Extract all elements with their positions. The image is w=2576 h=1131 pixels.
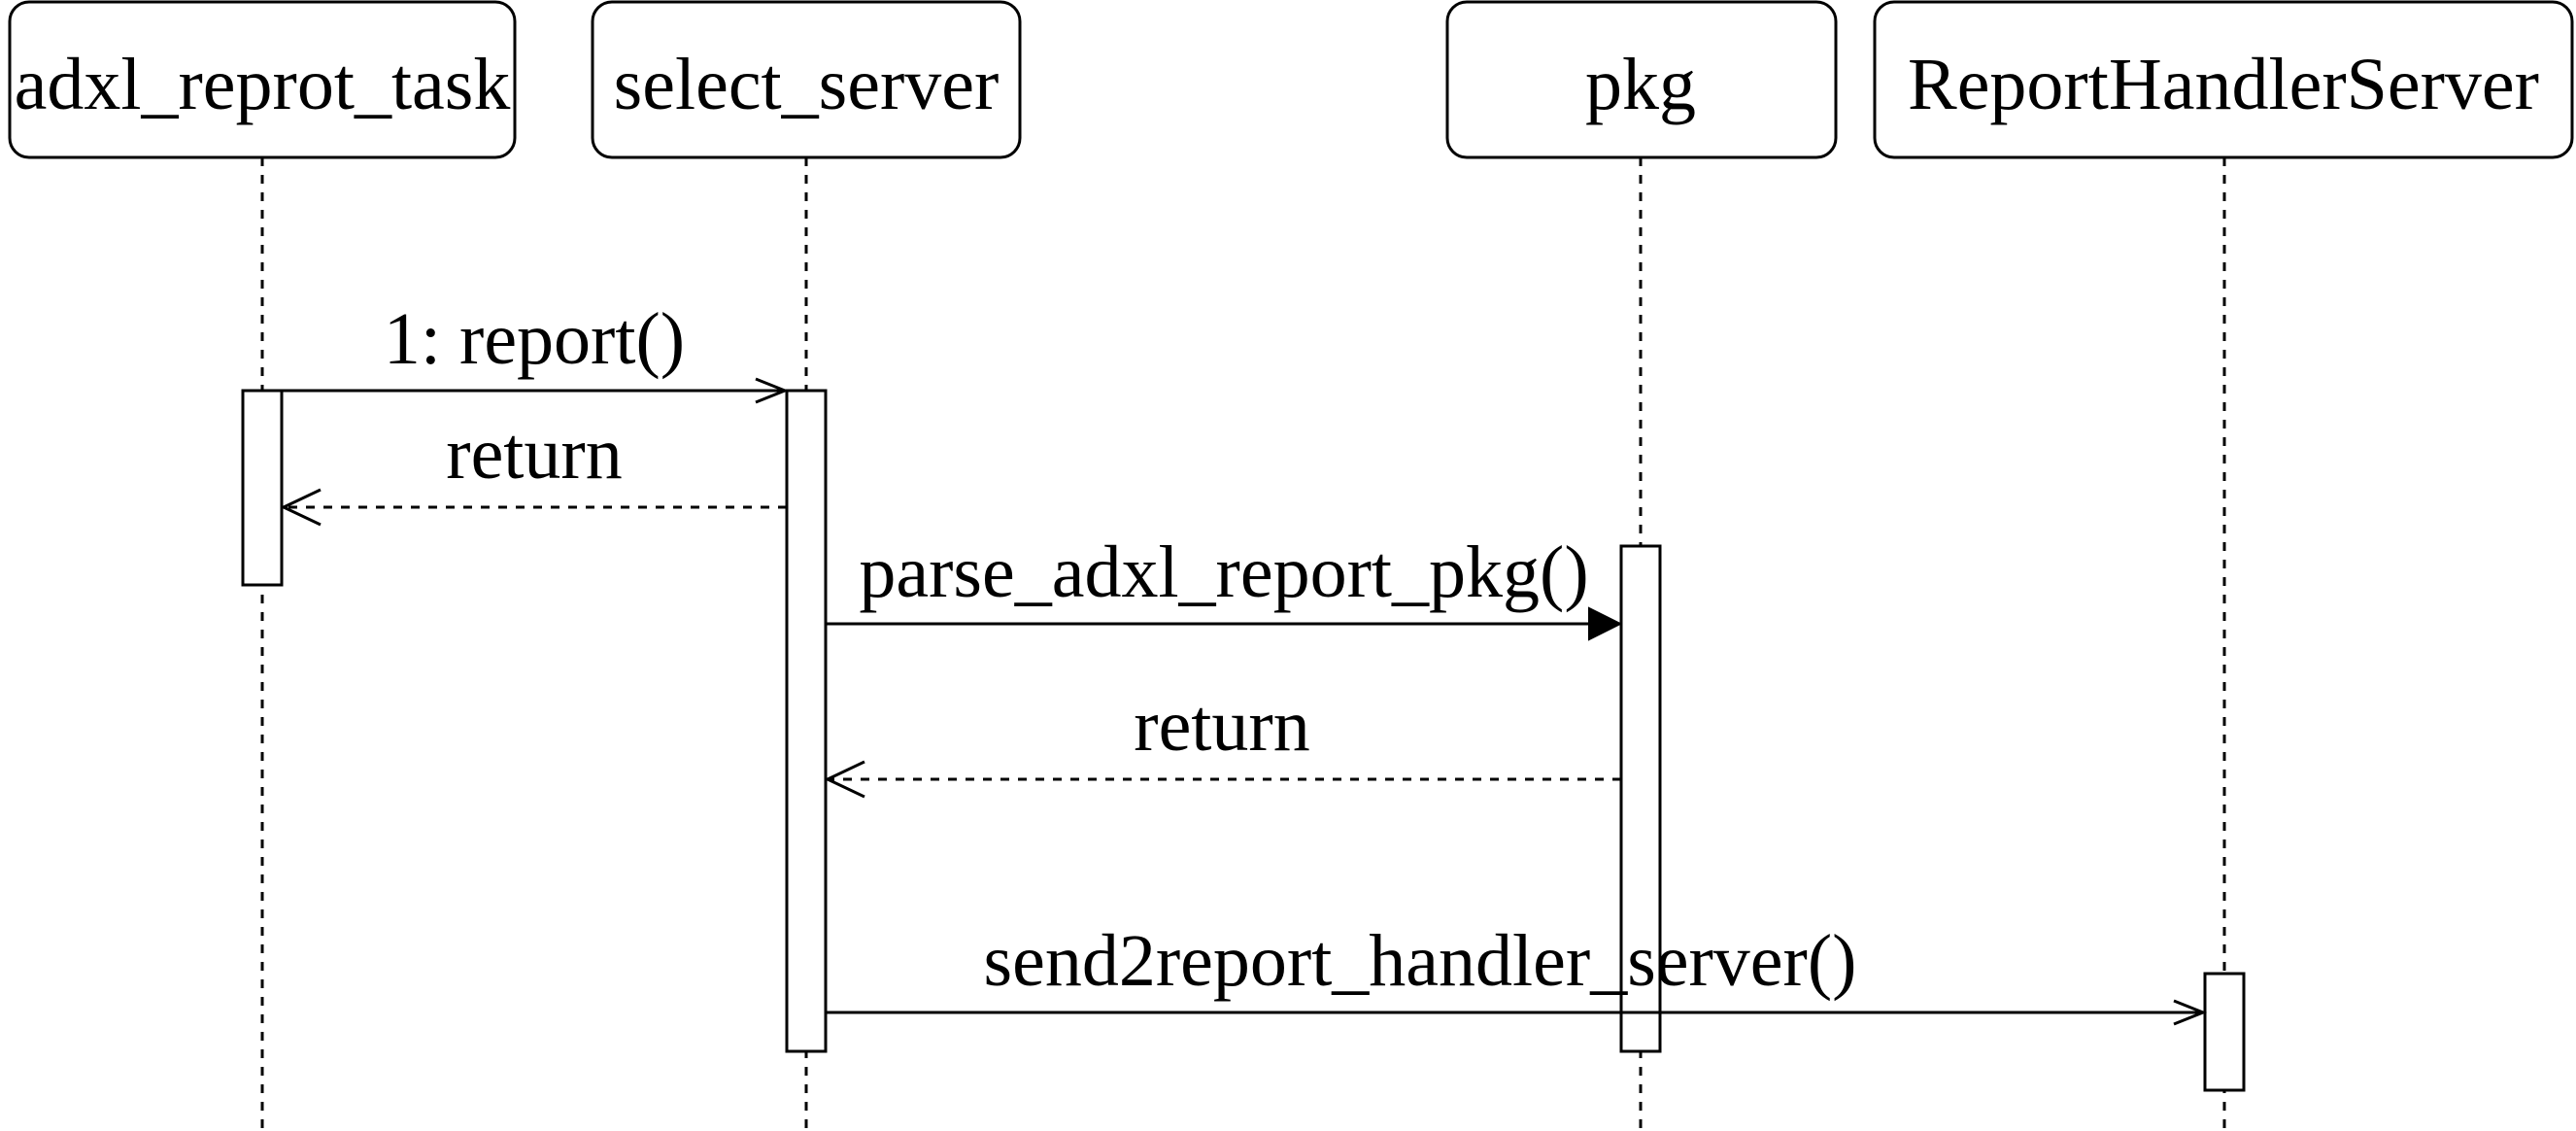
message-label: return [1134, 685, 1309, 767]
participant-label: select_server [614, 44, 1000, 125]
open-arrowhead-icon [824, 760, 865, 799]
message-send2report-handler-server: send2report_handler_server() [826, 920, 2208, 1026]
activation-report-handler-server [2203, 972, 2246, 1092]
message-parse-adxl-report-pkg: parse_adxl_report_pkg() [826, 531, 1623, 641]
open-arrowhead-icon [2173, 999, 2208, 1026]
open-arrowhead-icon [280, 488, 322, 527]
message-label: return [446, 413, 622, 495]
participant-box [8, 0, 517, 159]
message-label: 1: report() [384, 298, 685, 380]
participant-report-handler-server: ReportHandlerServer [1873, 0, 2574, 159]
message-label: parse_adxl_report_pkg() [859, 531, 1588, 613]
participant-box [1873, 0, 2574, 159]
participant-label: pkg [1585, 44, 1696, 125]
participant-select-server: select_server [591, 0, 1022, 159]
message-return-to-task: return [280, 413, 787, 527]
activation-adxl-reprot-task [241, 389, 284, 587]
participant-box [1445, 0, 1838, 159]
participant-label: adxl_reprot_task [15, 44, 511, 125]
participant-label: ReportHandlerServer [1908, 44, 2539, 125]
participant-adxl-reprot-task: adxl_reprot_task [8, 0, 517, 159]
message-label: send2report_handler_server() [984, 920, 1857, 1002]
message-return-to-select-server: return [824, 685, 1621, 799]
participant-pkg: pkg [1445, 0, 1838, 159]
open-arrowhead-icon [755, 377, 790, 404]
activation-select-server [785, 389, 828, 1053]
participant-box [591, 0, 1022, 159]
message-report: 1: report() [282, 298, 790, 404]
activation-pkg [1619, 544, 1662, 1053]
filled-arrowhead-icon [1588, 606, 1623, 641]
